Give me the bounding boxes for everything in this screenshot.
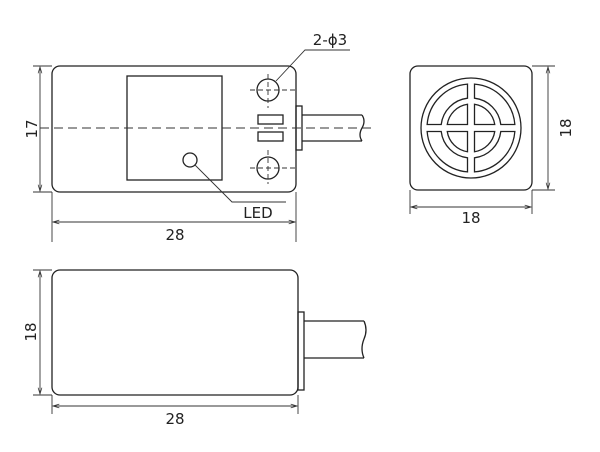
sensing-coil-outline — [420, 77, 522, 179]
end-width-label: 18 — [461, 209, 480, 227]
indicator-slot — [257, 131, 284, 142]
led-indicator — [182, 152, 198, 168]
indicator-slot — [257, 114, 284, 125]
sensing-grille — [426, 83, 516, 173]
body-outline — [51, 65, 297, 193]
grille-opening — [473, 130, 496, 153]
side-view: 18 28 — [22, 269, 367, 428]
end-view: 18 18 — [409, 65, 575, 227]
grille-opening — [473, 103, 496, 126]
end-outline — [409, 65, 533, 191]
grille-opening — [426, 83, 469, 126]
hole-leader — [275, 49, 350, 82]
grille-opening — [426, 130, 469, 173]
end-height-label: 18 — [557, 118, 575, 137]
grille-opening — [473, 130, 516, 173]
side-cable — [304, 320, 367, 359]
side-cable-gland — [297, 311, 305, 391]
grille-opening — [446, 103, 469, 126]
led-label: LED — [243, 204, 272, 222]
width-label: 28 — [165, 226, 184, 244]
grille-opening — [473, 83, 516, 126]
hole-label: 2-ϕ3 — [313, 31, 347, 49]
front-view: 17 28 2-ϕ3 LED — [23, 31, 372, 244]
side-height-label: 18 — [22, 322, 40, 341]
grille-opening — [446, 130, 469, 153]
led-leader — [194, 164, 286, 203]
side-outline — [51, 269, 299, 396]
height-label: 17 — [23, 119, 41, 138]
side-width-label: 28 — [165, 410, 184, 428]
